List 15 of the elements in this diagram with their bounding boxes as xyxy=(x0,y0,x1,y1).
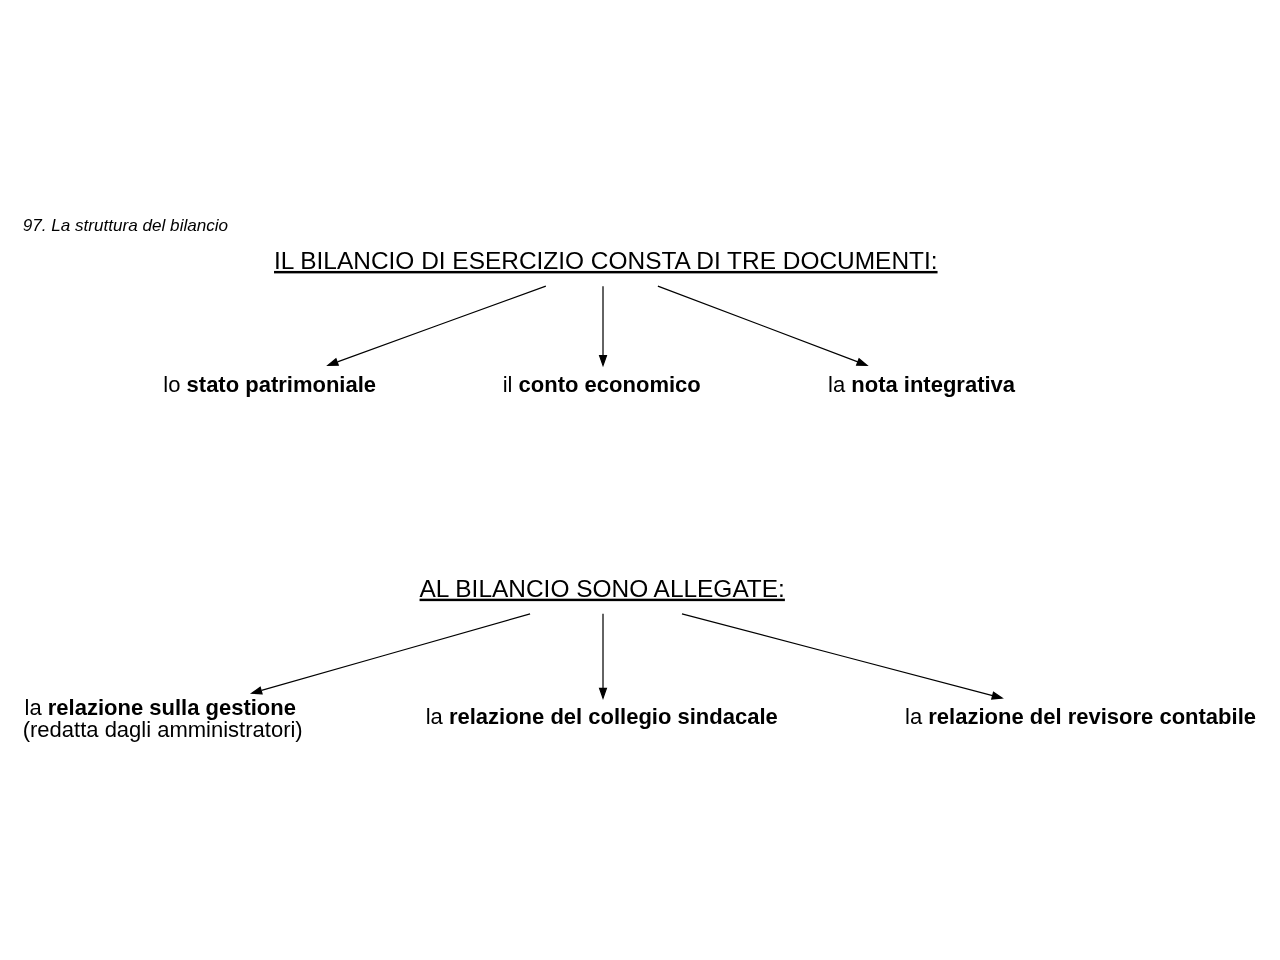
node-text: IL BILANCIO DI ESERCIZIO CONSTA DI TRE DOCUMENTI: xyxy=(274,246,938,274)
node-text: la relazione del collegio sindacale xyxy=(425,703,778,729)
arrow xyxy=(326,284,547,366)
node-text: la relazione del revisore contabile xyxy=(905,703,1256,729)
node-text: AL BILANCIO SONO ALLEGATE: xyxy=(419,574,785,602)
node-text: la nota integrativa xyxy=(828,371,1016,397)
diagram-title: 97. La struttura del bilancio xyxy=(22,215,229,235)
arrow xyxy=(681,612,1004,700)
arrow xyxy=(598,285,608,367)
arrow xyxy=(249,612,531,694)
node-text: il conto economico xyxy=(502,371,701,397)
arrow xyxy=(657,284,869,366)
arrow xyxy=(598,612,608,700)
node-text: lo stato patrimoniale xyxy=(163,371,377,397)
node-text: la relazione sulla gestione (redatta dagli amministratori) xyxy=(22,694,303,742)
